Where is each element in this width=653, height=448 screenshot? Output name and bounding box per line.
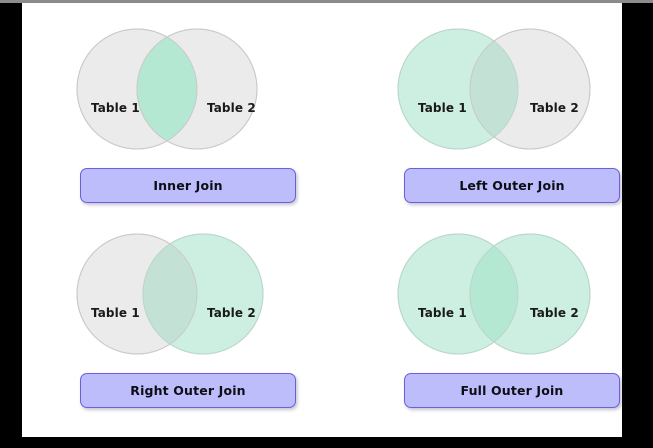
overlap-lens bbox=[470, 234, 518, 354]
circle-table-1-outline bbox=[397, 233, 519, 355]
overlap-lens bbox=[470, 29, 518, 149]
join-button-left-outer-join[interactable]: Left Outer Join bbox=[404, 168, 620, 203]
join-group-left-outer-join: Table 1 Table 2 Left Outer Join bbox=[380, 23, 640, 213]
join-button-full-outer-join[interactable]: Full Outer Join bbox=[404, 373, 620, 408]
venn-label-table-1: Table 1 bbox=[418, 306, 467, 320]
circle-table-2-outline bbox=[469, 233, 591, 355]
venn-label-table-1: Table 1 bbox=[91, 101, 140, 115]
join-group-inner-join: Table 1 Table 2 Inner Join bbox=[55, 23, 315, 213]
join-button-inner-join[interactable]: Inner Join bbox=[80, 168, 296, 203]
venn-label-table-2: Table 2 bbox=[530, 306, 579, 320]
venn-diagram-inner-join bbox=[76, 28, 258, 150]
circle-table-2-outline bbox=[469, 28, 591, 150]
venn-diagram-full-outer-join bbox=[397, 233, 591, 355]
overlap-lens bbox=[143, 234, 197, 354]
venn-label-table-2: Table 2 bbox=[207, 306, 256, 320]
content-panel: Table 1 Table 2 Inner Join Table 1 Table… bbox=[22, 3, 622, 437]
join-button-right-outer-join[interactable]: Right Outer Join bbox=[80, 373, 296, 408]
circle-table-1-outline bbox=[76, 28, 198, 150]
circle-table-2-outline bbox=[142, 233, 264, 355]
venn-diagram-left-outer-join bbox=[397, 28, 591, 150]
circle-table-1-outline bbox=[76, 233, 198, 355]
venn-label-table-2: Table 2 bbox=[530, 101, 579, 115]
venn-diagram-right-outer-join bbox=[76, 233, 264, 355]
join-group-full-outer-join: Table 1 Table 2 Full Outer Join bbox=[380, 228, 640, 418]
circle-table-1-outline bbox=[397, 28, 519, 150]
venn-label-table-1: Table 1 bbox=[418, 101, 467, 115]
venn-label-table-2: Table 2 bbox=[207, 101, 256, 115]
circle-table-2-outline bbox=[136, 28, 258, 150]
overlap-lens bbox=[137, 29, 197, 149]
join-group-right-outer-join: Table 1 Table 2 Right Outer Join bbox=[55, 228, 315, 418]
top-frame-rule bbox=[0, 0, 653, 3]
venn-label-table-1: Table 1 bbox=[91, 306, 140, 320]
